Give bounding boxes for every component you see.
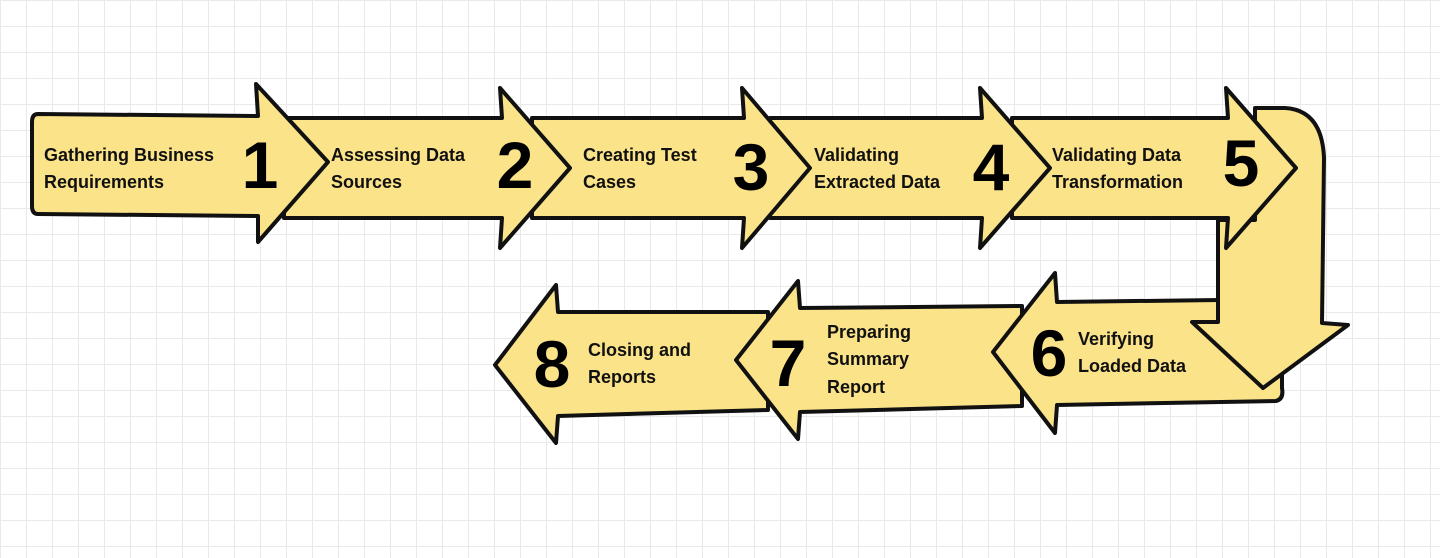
step-5-arrow <box>1010 86 1298 250</box>
step-2-label-line: Sources <box>331 172 402 192</box>
step-1-label-line: Gathering Business <box>44 145 214 165</box>
step-5-label-line: Transformation <box>1052 172 1183 192</box>
step-6-number: 6 <box>1031 316 1068 390</box>
step-8-label-line: Reports <box>588 367 656 387</box>
step-3: Creating Test Cases 3 <box>583 130 769 204</box>
step-2-number: 2 <box>497 128 534 202</box>
step-7-label-line: Summary <box>827 349 909 369</box>
arrow-shapes <box>30 82 1350 445</box>
step-7-number: 7 <box>770 326 807 400</box>
step-3-number: 3 <box>733 130 770 204</box>
step-5-label: Validating Data Transformation <box>1052 145 1186 192</box>
step-5-number: 5 <box>1223 126 1260 200</box>
step-8-arrow <box>493 283 770 445</box>
step-6-label-line: Verifying <box>1078 329 1154 349</box>
step-5: Validating Data Transformation 5 <box>1052 126 1259 200</box>
step-8-label-line: Closing and <box>588 340 691 360</box>
step-7-label-line: Report <box>827 377 885 397</box>
step-2-label: Assessing Data Sources <box>331 145 470 192</box>
step-4-label-line: Validating <box>814 145 899 165</box>
step-1-arrow <box>30 82 330 244</box>
step-2-label-line: Assessing Data <box>331 145 466 165</box>
step-4: Validating Extracted Data 4 <box>814 130 1010 204</box>
step-7-label-line: Preparing <box>827 322 911 342</box>
step-2-arrow <box>282 86 572 250</box>
step-1-number: 1 <box>242 128 279 202</box>
step-6: 6 Verifying Loaded Data <box>1031 316 1187 390</box>
step-3-label: Creating Test Cases <box>583 145 702 192</box>
step-8-number: 8 <box>534 327 571 401</box>
step-6-label: Verifying Loaded Data <box>1078 329 1187 376</box>
step-5-label-line: Validating Data <box>1052 145 1182 165</box>
step-7-label: Preparing Summary Report <box>827 322 916 397</box>
step-4-arrow <box>768 86 1052 250</box>
step-4-label: Validating Extracted Data <box>814 145 941 192</box>
step-1-label-line: Requirements <box>44 172 164 192</box>
step-1: Gathering Business Requirements 1 <box>44 128 278 202</box>
uturn-connector-arrow <box>1190 106 1350 390</box>
step-6-label-line: Loaded Data <box>1078 356 1187 376</box>
step-7-arrow <box>734 279 1024 441</box>
step-2: Assessing Data Sources 2 <box>331 128 533 202</box>
step-4-label-line: Extracted Data <box>814 172 941 192</box>
step-3-label-line: Creating Test <box>583 145 697 165</box>
step-6-arrow <box>991 271 1285 435</box>
step-4-number: 4 <box>973 130 1010 204</box>
step-3-label-line: Cases <box>583 172 636 192</box>
step-3-arrow <box>530 86 812 250</box>
step-7: 7 Preparing Summary Report <box>770 322 916 400</box>
step-1-label: Gathering Business Requirements <box>44 145 219 192</box>
step-8: 8 Closing and Reports <box>534 327 696 401</box>
step-8-label: Closing and Reports <box>588 340 696 387</box>
